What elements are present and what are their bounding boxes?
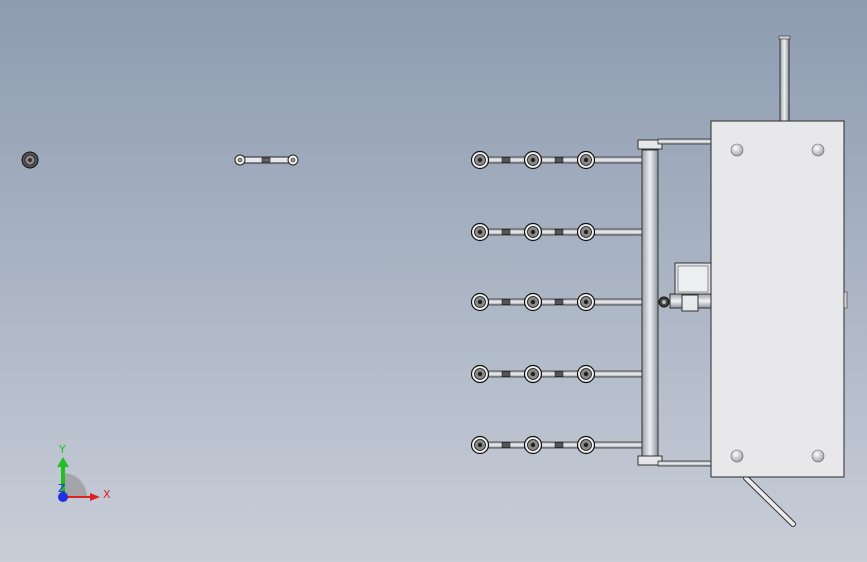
suction-cup-icon[interactable] — [576, 292, 596, 312]
x-axis-arrowhead-icon — [90, 493, 100, 501]
cup-clamp — [554, 442, 564, 448]
cup-clamp — [501, 299, 511, 305]
suction-cup-icon[interactable] — [470, 364, 490, 384]
suction-cup-row[interactable] — [470, 292, 643, 312]
triad-plane-icon — [63, 473, 87, 497]
suction-cup-row[interactable] — [470, 364, 643, 384]
z-axis-dot-icon — [58, 492, 68, 502]
y-axis-arrowhead-icon — [57, 457, 69, 467]
diagonal-rod[interactable] — [743, 475, 796, 527]
suction-cup-icon[interactable] — [576, 222, 596, 242]
suction-cup-icon[interactable] — [470, 435, 490, 455]
cup-clamp — [501, 371, 511, 377]
suction-cup-icon[interactable] — [523, 292, 543, 312]
top-cylinder-rod[interactable] — [778, 35, 791, 124]
suction-cup-icon[interactable] — [470, 222, 490, 242]
suction-cup-icon[interactable] — [470, 150, 490, 170]
suction-cup-icon[interactable] — [523, 222, 543, 242]
plate-bolt-icon — [811, 143, 825, 157]
x-axis-label: X — [103, 488, 111, 501]
coordinate-triad: Y X Z — [57, 443, 111, 502]
suction-cup-row[interactable] — [470, 150, 643, 170]
cup-clamp — [554, 299, 564, 305]
small-round-part[interactable] — [21, 151, 39, 169]
suction-cup-icon[interactable] — [576, 364, 596, 384]
cup-clamp — [554, 229, 564, 235]
plate-bolt-icon — [730, 143, 744, 157]
y-axis-label: Y — [58, 443, 66, 456]
plate-bolt-icon — [811, 449, 825, 463]
suction-cup-array[interactable] — [470, 150, 643, 455]
suction-cup-row[interactable] — [470, 435, 643, 455]
center-actuator[interactable] — [658, 262, 715, 312]
cup-clamp — [554, 371, 564, 377]
suction-cup-row[interactable] — [470, 222, 643, 242]
suction-cup-icon[interactable] — [523, 435, 543, 455]
suction-cup-icon[interactable] — [523, 150, 543, 170]
vertical-crossbar[interactable] — [637, 139, 663, 466]
link-bar-part[interactable] — [234, 154, 299, 166]
cup-clamp — [501, 229, 511, 235]
cup-clamp — [554, 157, 564, 163]
suction-cup-icon[interactable] — [523, 364, 543, 384]
suction-cup-icon[interactable] — [576, 150, 596, 170]
cup-clamp — [501, 442, 511, 448]
suction-cup-icon[interactable] — [470, 292, 490, 312]
plate-bolt-icon — [730, 449, 744, 463]
suction-cup-icon[interactable] — [576, 435, 596, 455]
cup-clamp — [501, 157, 511, 163]
mounting-plate[interactable] — [710, 120, 848, 478]
z-axis-label: Z — [58, 482, 66, 495]
